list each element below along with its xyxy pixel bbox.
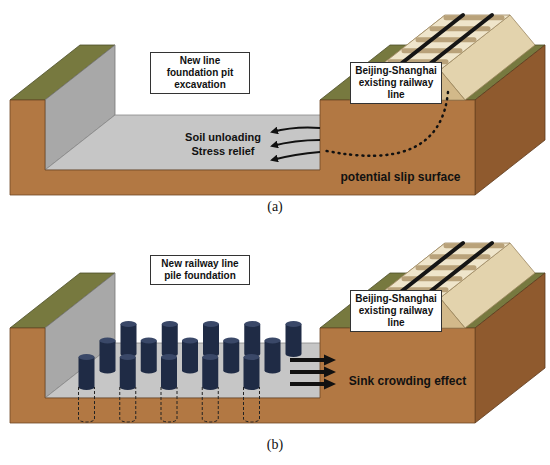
- box-text: Beijing-Shanghai existing railway line: [355, 293, 437, 329]
- ground-scene: [10, 243, 545, 423]
- annotation-label: potential slip surface: [328, 170, 473, 184]
- label-box: Beijing-Shanghai existing railway line: [350, 290, 442, 332]
- pile-group: [79, 321, 302, 422]
- crowding-arrows: [290, 355, 336, 390]
- annotation-label: Sink crowding effect: [345, 374, 470, 388]
- box-text: New line foundation pit excavation: [155, 55, 245, 91]
- box-text: Beijing-Shanghai existing railway line: [355, 65, 437, 101]
- annotation-label: (a): [250, 200, 300, 214]
- annotation-label: (b): [250, 438, 300, 452]
- label-box: New railway line pile foundation: [150, 255, 250, 285]
- label-box: New line foundation pit excavation: [150, 52, 250, 94]
- annotation-label: Soil unloading Stress relief: [178, 130, 268, 158]
- ground-scene: [10, 15, 545, 195]
- unloading-arrows: [272, 128, 320, 161]
- label-box: Beijing-Shanghai existing railway line: [350, 62, 442, 104]
- box-text: New railway line pile foundation: [155, 258, 245, 282]
